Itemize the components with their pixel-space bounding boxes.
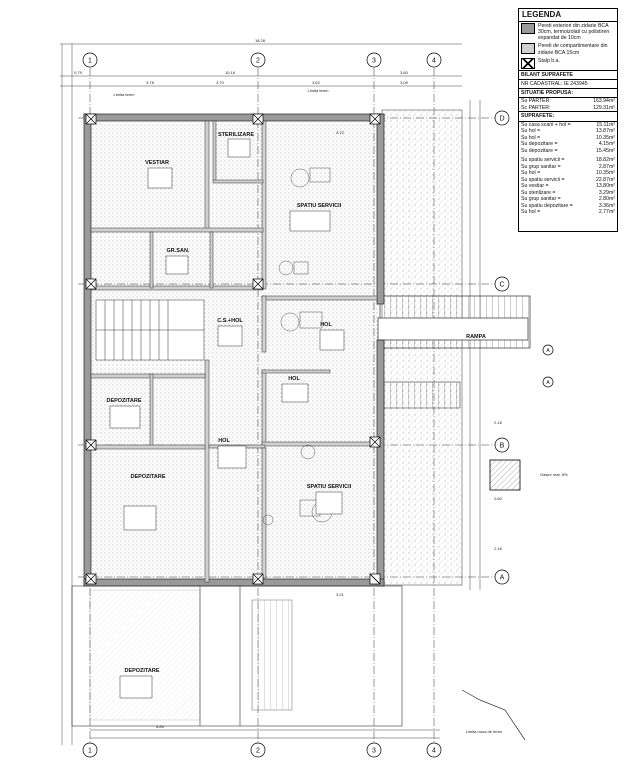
area-row: Su grup sanitar =2.87m² (521, 163, 615, 170)
interior-walls (90, 120, 378, 583)
dim-top-c: 3.60 (400, 70, 409, 75)
area-row: Su spatiu servicii =22.87m² (521, 176, 615, 183)
legend-title: LEGENDA (519, 9, 617, 22)
bilant-title: BILANT SUPRAFETE (519, 69, 617, 80)
room-spatiu-servicii-bottom: SPATIU SERVICII (307, 484, 352, 490)
partition-wall-swatch (521, 43, 535, 55)
column-B-exterior (489, 459, 521, 491)
dim-top-1: 3.78 (146, 80, 155, 85)
area-row: Su depozitare =4.15m² (521, 141, 615, 148)
area-row: Su hol =10.35m² (521, 170, 615, 177)
legend-panel: LEGENDA Pereti exteriori din zidarie BCA… (518, 8, 618, 232)
situatie-row: Su PARTER:163.94m² (521, 98, 615, 105)
dim-top-4: 3.09 (400, 80, 409, 85)
dim-total: 18.28 (255, 38, 266, 43)
structural-columns (85, 113, 381, 585)
legend-item-exterior-text: Pereti exteriori din zidarie BCA 30cm, t… (538, 22, 610, 42)
legend-item-column-text: Stalp b.a. (538, 57, 560, 64)
note-limita-teren-top: Limita teren (308, 88, 329, 93)
axis-row-B: B (500, 443, 505, 450)
axis-col-2-bottom: 2 (256, 748, 260, 755)
axis-col-4-top: 4 (432, 58, 436, 65)
area-row: Su depozitare =15.45m² (521, 147, 615, 154)
suprafete-title: SUPRAFETE: (519, 111, 617, 122)
dim-top-2: 3.70 (216, 80, 225, 85)
room-sterilizare: STERILIZARE (218, 132, 254, 138)
room-depozitare-bottom: DEPOZITARE (124, 668, 159, 674)
areas-table-b: Su spatiu servicii =18.82m² Su grup sani… (519, 157, 617, 216)
legend-item-partition-text: Pereti de compartimentare din zidarie BC… (538, 43, 608, 56)
cadastral-number: NR CADASTRAL: IE 243945 (521, 81, 588, 87)
situatie-title: SITUATIE PROPUSA: (519, 88, 617, 99)
dim-bottom-2: 3.21 (336, 592, 345, 597)
room-labels: VESTIAR STERILIZARE SPATIU SERVICII GR.S… (106, 132, 485, 674)
legend-item-column: Stalp b.a. (519, 57, 617, 70)
entrance-porch (71, 585, 403, 727)
note-gasire: Gasire mat. 8% (540, 472, 568, 477)
room-spatiu-servicii-top: SPATIU SERVICII (297, 203, 342, 209)
room-depozitare-mid: DEPOZITARE (130, 474, 165, 480)
area-row: Su hol =10.35m² (521, 134, 615, 141)
axis-col-1-top: 1 (88, 58, 92, 65)
dimension-texts: 18.28 0.79 10.16 3.60 3.78 3.70 3.62 3.0… (74, 38, 503, 729)
area-row: Su hol =2.77m² (521, 209, 615, 216)
dim-top-3: 3.62 (312, 80, 321, 85)
axis-col-3-top: 3 (372, 58, 376, 65)
axis-bubbles-top (82, 52, 554, 758)
dim-right-1: 3.72 (336, 130, 345, 135)
dim-bottom-1: 6.85 (156, 724, 165, 729)
section-marker-a-1: A (546, 348, 550, 354)
furniture (262, 167, 333, 526)
axis-col-4-bottom: 4 (432, 748, 436, 755)
area-row: Su sterilizare =3.29m² (521, 189, 615, 196)
area-row: Su grup sanitar =2.80m² (521, 196, 615, 203)
dim-right-2: 2.16 (494, 420, 503, 425)
room-tags (109, 138, 345, 699)
note-limita-teren-left: Limita teren (114, 92, 135, 97)
area-row: Su hol =13.87m² (521, 128, 615, 135)
area-row: Su spatiu depozitare =3.36m² (521, 202, 615, 209)
exterior-wall-swatch (521, 22, 535, 34)
dim-right-3: 0.60 (494, 496, 503, 501)
axis-row-D: D (499, 116, 504, 123)
dim-top-b: 10.16 (225, 70, 236, 75)
room-rampa: RAMPA (466, 334, 486, 340)
ramp-area (377, 317, 529, 341)
room-hol-center: HOL (320, 322, 332, 328)
axis-row-C: C (499, 282, 504, 289)
room-vestiar: VESTIAR (145, 160, 169, 166)
axis-labels: 1 2 3 4 1 2 3 4 D C B A A A (88, 58, 550, 755)
section-marker-a-2: A (546, 380, 550, 386)
column-x-icon (521, 57, 535, 69)
legend-item-exterior-wall: Pereti exteriori din zidarie BCA 30cm, t… (519, 22, 617, 43)
axis-col-2-top: 2 (256, 58, 260, 65)
area-row: Su casa scarii + hol =15.11m² (521, 121, 615, 128)
room-hol-lower: HOL (218, 438, 230, 444)
ramp-lower (379, 381, 461, 409)
ramp-curve (461, 689, 526, 741)
room-ca-hol: C.S.+HOL (217, 318, 243, 324)
area-row: Su spatiu servicii =18.82m² (521, 157, 615, 164)
areas-table-a: Su casa scarii + hol =15.11m² Su hol =13… (519, 122, 617, 155)
note-limita-noua: Limita noua de teren (466, 729, 502, 734)
axis-col-1-bottom: 1 (88, 748, 92, 755)
axis-row-A: A (500, 575, 505, 582)
axis-col-3-bottom: 3 (372, 748, 376, 755)
staircase (95, 299, 205, 361)
situatie-table: Su PARTER:163.94m² Sc PARTER:129.31m² (519, 98, 617, 111)
dim-right-4: 2.16 (494, 546, 503, 551)
legend-item-partition-wall: Pereti de compartimentare din zidarie BC… (519, 42, 617, 56)
room-depozitare-top: DEPOZITARE (106, 398, 141, 404)
area-row: Su vestiar =13.80m² (521, 183, 615, 190)
situatie-row: Sc PARTER:129.31m² (521, 104, 615, 111)
room-hol-small: HOL (288, 376, 300, 382)
room-gr-san: GR.SAN. (167, 248, 190, 254)
dim-top-a: 0.79 (74, 70, 83, 75)
